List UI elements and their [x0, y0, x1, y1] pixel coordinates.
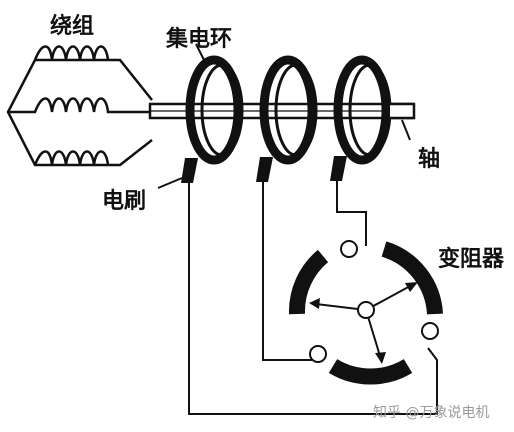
rheostat-terminal-left [309, 345, 327, 363]
winding-coil-1 [33, 45, 110, 61]
rotor-winding [6, 45, 153, 167]
slip-ring-leader [195, 43, 207, 65]
rheostat [288, 240, 443, 385]
leader-lines [157, 43, 411, 189]
brush-2 [256, 157, 273, 182]
rheostat-hub [357, 301, 375, 319]
shaft-label: 轴 [418, 147, 441, 172]
slip-ring-1 [185, 55, 244, 165]
brush-1 [181, 158, 198, 183]
brush-leader [157, 177, 183, 189]
brush-label: 电刷 [102, 189, 147, 214]
winding-coil-3 [33, 150, 110, 166]
rheostat-arc-bottom [328, 359, 413, 385]
shaft-end [390, 102, 416, 120]
rheostat-arc-top-right [381, 241, 443, 315]
brush-3 [330, 156, 347, 181]
rheostat-terminal-right [421, 322, 439, 340]
slip-ring-2 [259, 55, 318, 165]
slip-ring-label: 集电环 [166, 27, 233, 52]
winding-label: 绕组 [50, 14, 95, 39]
rheostat-arc-left [288, 249, 329, 315]
watermark: 知乎 @万象说电机 [373, 405, 490, 421]
shaft-leader [401, 119, 411, 141]
wire-1 [188, 183, 438, 415]
wire-2 [262, 182, 312, 361]
rheostat-label: 变阻器 [438, 247, 505, 272]
winding-coil-2 [8, 97, 150, 114]
rheostat-terminal-top [340, 240, 358, 258]
wire-3 [336, 181, 367, 246]
wires [188, 181, 438, 415]
